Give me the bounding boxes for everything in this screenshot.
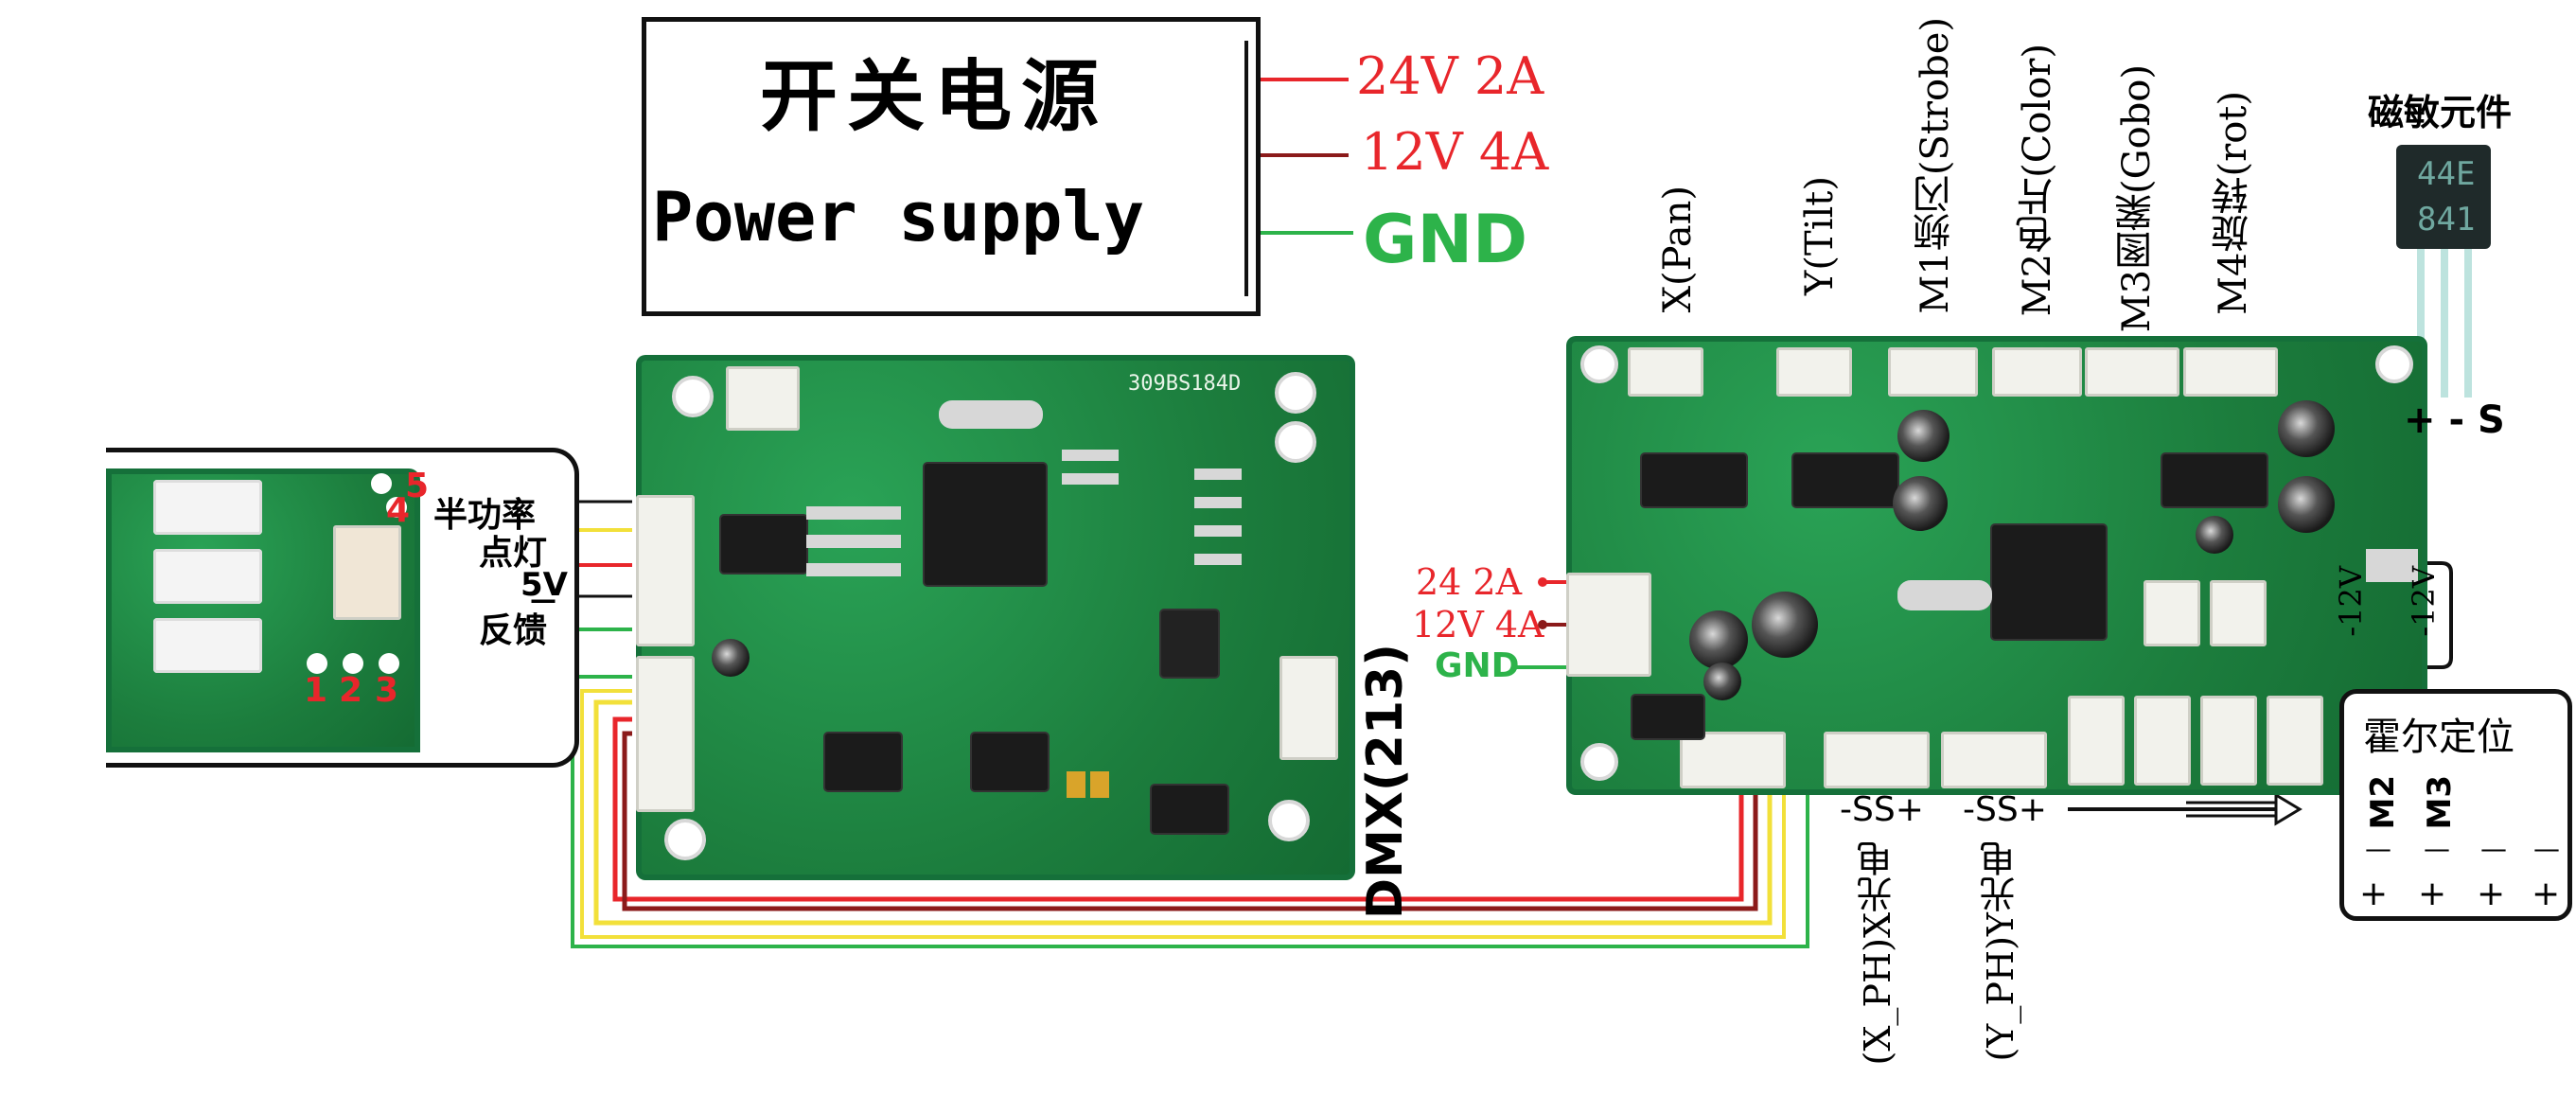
hall-chip-text-2: 841 bbox=[2417, 201, 2476, 239]
hall-plus-2: + bbox=[2418, 875, 2447, 913]
hall-channel-m3: M3 bbox=[2421, 775, 2459, 830]
photo-label-y: (Y_PH)Y光电 bbox=[1980, 840, 2021, 1062]
hall-chip-text-1: 44E bbox=[2417, 155, 2476, 193]
lamp-board-photo bbox=[106, 468, 420, 752]
pad-number-3: 3 bbox=[375, 671, 399, 710]
motor-label-m1-strobe: M1频闪(Strobe) bbox=[1914, 17, 1957, 314]
driver-input-12: 12V 4A bbox=[1412, 604, 1544, 645]
motor-label-m2-color: M2色片(Color) bbox=[2016, 44, 2059, 317]
motor-label-y-tilt: Y(Tilt) bbox=[1798, 176, 1842, 295]
sensor-label-x: -SS+ bbox=[1840, 790, 1924, 829]
hall-plus-3: + bbox=[2477, 875, 2506, 913]
lamp-pin-half-power: 半功率 bbox=[433, 495, 537, 535]
motor-label-m3-gobo: M3图案(Gobo) bbox=[2115, 64, 2159, 333]
lamp-pin-5v: 5V bbox=[520, 566, 568, 604]
wire-loop-darkred bbox=[622, 731, 1758, 911]
motor-label-x-pan: X(Pan) bbox=[1656, 186, 1700, 313]
dmx-board: 309BS184D bbox=[636, 355, 1355, 880]
wire-loop-red bbox=[612, 716, 1744, 902]
pad-number-1: 1 bbox=[304, 671, 328, 710]
hall-minus-2: — bbox=[2424, 833, 2450, 864]
hall-sensor-chip: 44E 841 bbox=[2396, 145, 2491, 249]
arrow-head bbox=[2274, 792, 2303, 826]
lamp-pin-light: 点灯 bbox=[479, 533, 548, 573]
pad-number-2: 2 bbox=[339, 671, 363, 710]
dmx-silk-model: 309BS184D bbox=[1128, 372, 1242, 396]
bracket-12v bbox=[2399, 561, 2453, 669]
power-supply-title-cn: 开关电源 bbox=[760, 51, 1109, 142]
supply-label-1: -12V bbox=[2333, 566, 2369, 637]
hall-plus-4: + bbox=[2532, 875, 2561, 913]
wire-loop-yellow2 bbox=[580, 689, 1786, 939]
hall-sensor-pins: + - S bbox=[2404, 398, 2505, 442]
wire-loop-green bbox=[571, 675, 1809, 948]
power-supply-box: 开关电源 Power supply bbox=[642, 17, 1261, 316]
hall-sensor-title: 磁敏元件 bbox=[2368, 92, 2513, 133]
photo-label-x: (X_PH)X光电 bbox=[1857, 840, 1898, 1066]
supply-label-2: -12V bbox=[2406, 566, 2442, 637]
motor-label-m4-rot: M4旋转(rot) bbox=[2212, 91, 2255, 315]
hall-position-box: 霍尔定位 M2 M3 — — — — + + + + bbox=[2339, 689, 2572, 921]
lamp-pin-minus: — bbox=[530, 584, 556, 615]
hall-minus-4: — bbox=[2533, 833, 2560, 864]
output-24v-label: 24V 2A bbox=[1356, 46, 1544, 106]
hall-channel-m2: M2 bbox=[2364, 775, 2402, 830]
dmx-board-label: DMX(213) bbox=[1357, 644, 1414, 920]
power-supply-title-en: Power supply bbox=[652, 177, 1145, 256]
pad-number-4: 4 bbox=[386, 491, 411, 530]
driver-board bbox=[1566, 336, 2427, 795]
hall-minus-3: — bbox=[2480, 833, 2507, 864]
output-12v-label: 12V 4A bbox=[1361, 122, 1549, 182]
wire-loop-yellow bbox=[593, 699, 1773, 926]
hall-position-title: 霍尔定位 bbox=[2363, 716, 2514, 759]
lamp-pin-feedback: 反馈 bbox=[479, 610, 548, 650]
pad-number-5: 5 bbox=[405, 467, 430, 505]
sensor-label-y: -SS+ bbox=[1963, 790, 2047, 829]
hall-minus-1: — bbox=[2365, 833, 2391, 864]
output-gnd-label: GND bbox=[1363, 201, 1528, 278]
driver-input-24: 24 2A bbox=[1416, 561, 1523, 603]
hall-plus-1: + bbox=[2359, 875, 2389, 913]
driver-input-gnd: GND bbox=[1435, 646, 1520, 685]
